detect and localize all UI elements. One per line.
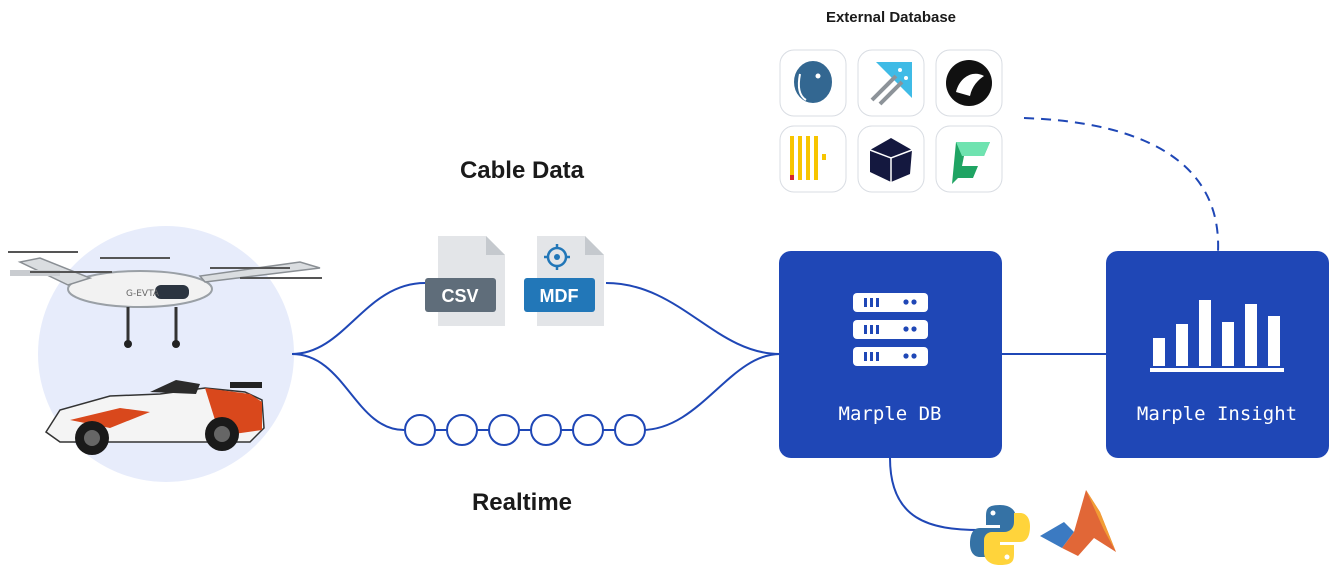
connections [291,117,1220,531]
evtol-aircraft-icon: G-EVTA [8,251,322,348]
vehicles-group: G-EVTA [8,226,322,482]
external-db-grid [779,49,1003,193]
marple-db-box[interactable]: Marple DB [779,251,1002,458]
python-icon [970,505,1030,565]
realtime-packet [614,414,646,446]
cable-data-title: Cable Data [460,157,585,184]
external-db-title: External Database [826,9,956,26]
marple-insight-label: Marple Insight [1137,403,1297,425]
realtime-packets [404,414,646,446]
mdf-badge-label: MDF [540,286,579,306]
database-server-icon [853,293,928,366]
realtime-packet [530,414,562,446]
realtime-packet [446,414,478,446]
svg-text:G-EVTA: G-EVTA [126,289,160,299]
black-fox-logo-icon [935,49,1003,117]
marple-db-label: Marple DB [839,403,942,425]
fabric-icon [935,125,1003,193]
csv-file-icon: CSV [425,236,505,326]
realtime-packet [572,414,604,446]
realtime-packet [488,414,520,446]
realtime-title: Realtime [472,489,572,516]
bar-chart-icon [1150,300,1284,372]
mdf-file-icon: MDF [524,236,604,326]
timescale-icon [857,49,925,117]
realtime-line-out [641,353,781,431]
csv-badge-label: CSV [441,286,478,306]
matlab-icon [1040,490,1116,556]
polygon-gem-icon [857,125,925,193]
realtime-line-in [291,353,405,431]
realtime-packet [404,414,436,446]
cable-line-in [291,282,426,355]
questdb-bars-icon [779,125,847,193]
cable-line-out [605,282,781,355]
insight-to-external-dashed-line [1023,117,1220,253]
marple-insight-box[interactable]: Marple Insight [1106,251,1329,458]
race-car-icon [44,380,265,455]
postgresql-icon [779,49,847,117]
db-to-integrations-line [889,457,981,531]
